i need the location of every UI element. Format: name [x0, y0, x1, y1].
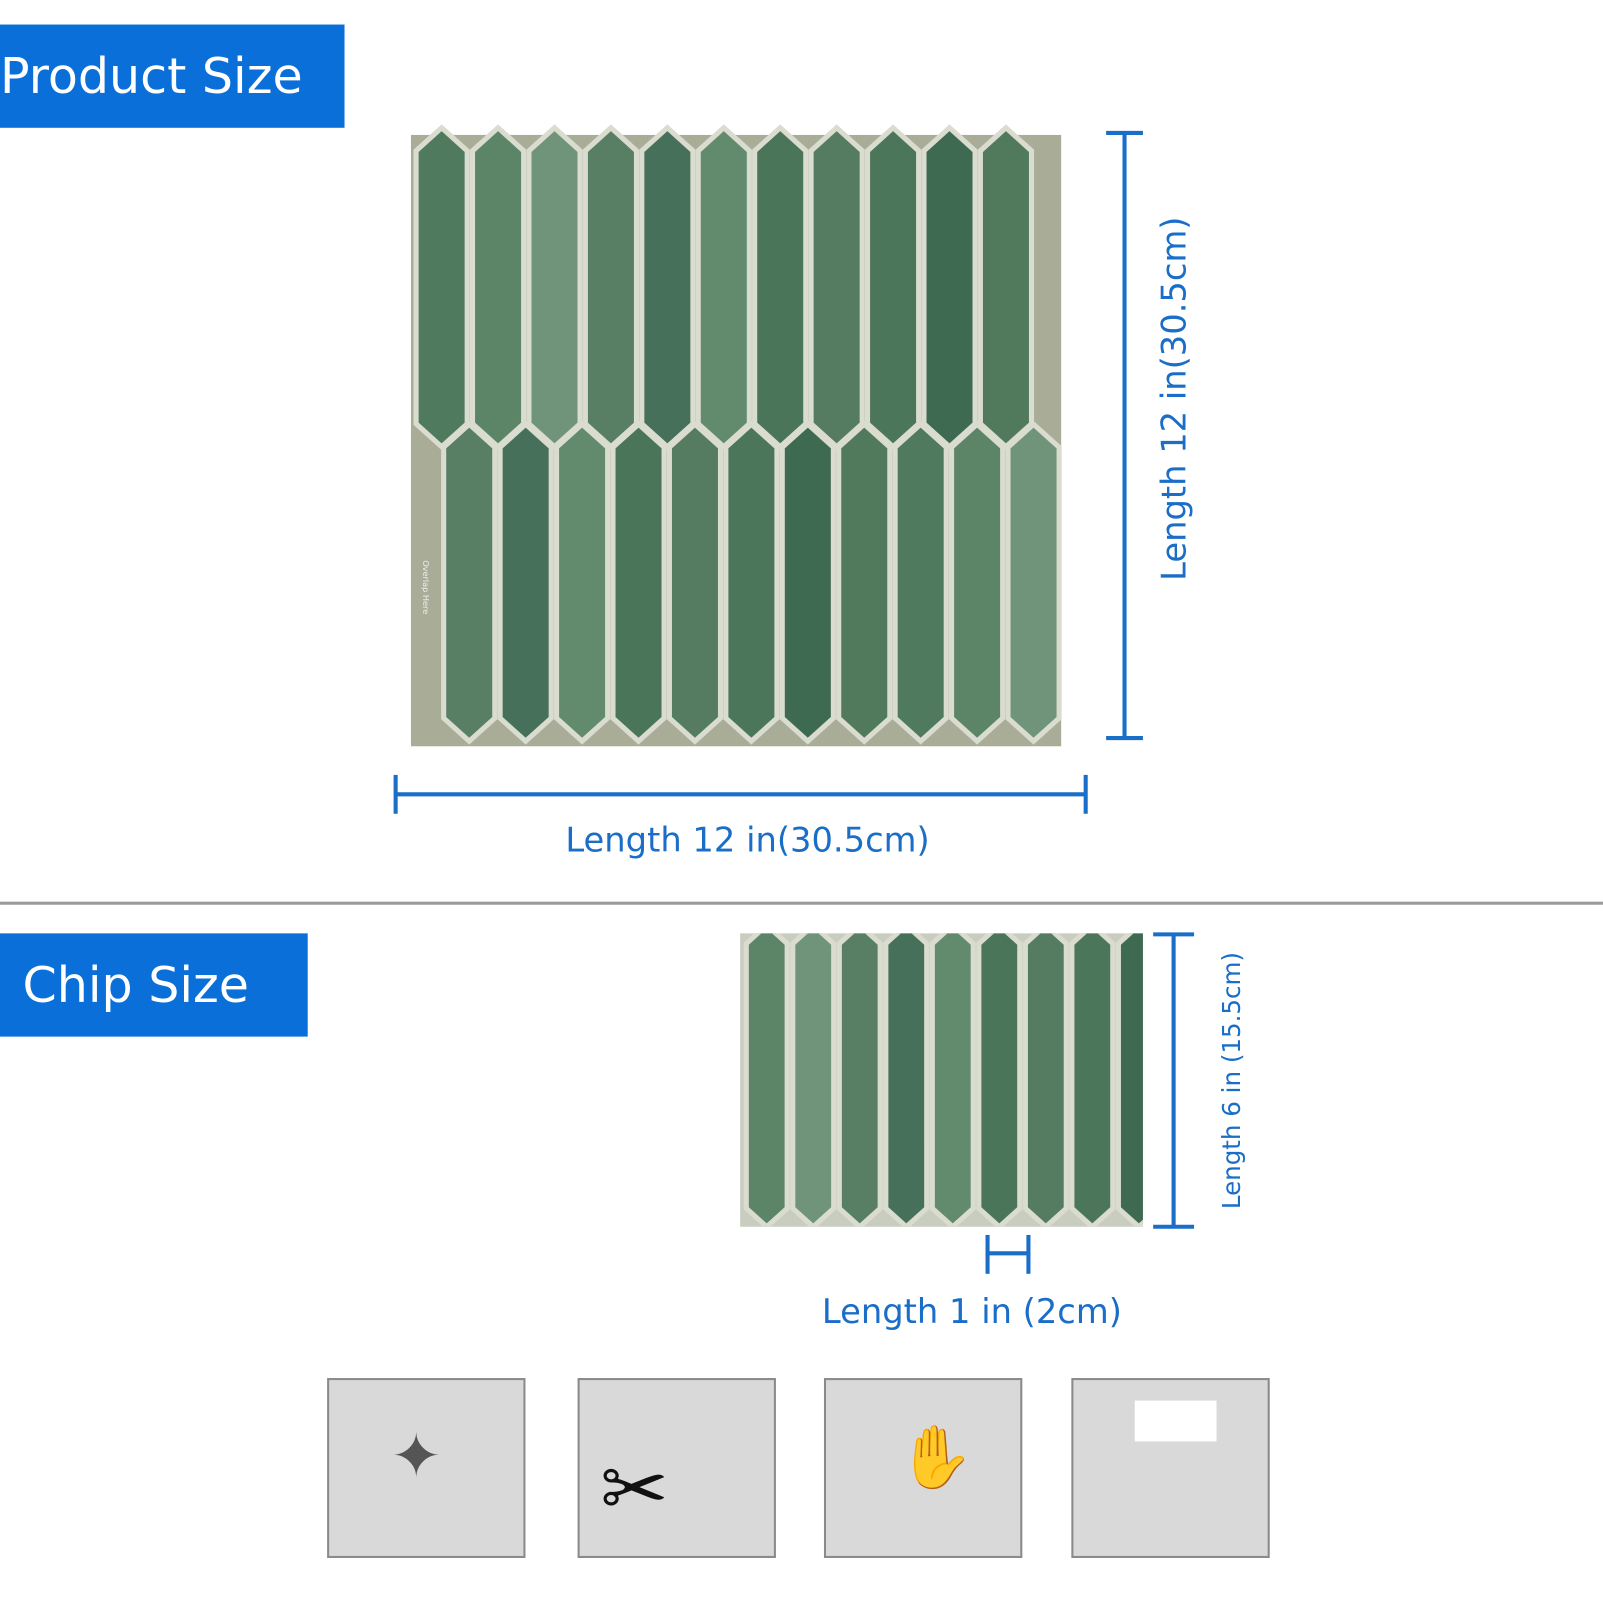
chip-size-banner: Chip Size: [0, 933, 308, 1037]
tile-top: [469, 124, 527, 451]
chip-size-title: Chip Size: [22, 956, 249, 1014]
chip-tile: [1165, 925, 1206, 1227]
tile-bottom: [892, 420, 949, 745]
product-width-label: Length 12 in(30.5cm): [565, 819, 930, 860]
tile-bottom: [553, 420, 611, 745]
product-size-banner: Product Size: [0, 24, 345, 128]
tile-top: [808, 124, 865, 451]
tile-bottom: [723, 420, 780, 745]
tile-bottom: [610, 420, 667, 745]
tile-top: [921, 124, 978, 451]
chip-tile: [883, 933, 930, 1227]
chip-tile: [976, 933, 1023, 1227]
chip-tile: [1069, 933, 1116, 1227]
chip-tile: [790, 933, 837, 1227]
clean-surface-icon: ✦: [390, 1420, 442, 1493]
tile-top: [639, 124, 696, 451]
tile-bottom: [836, 420, 893, 745]
tile-bottom: [1005, 420, 1062, 745]
tile-top: [526, 124, 583, 451]
tile-top: [695, 124, 752, 451]
chip-tile: [836, 933, 883, 1227]
step-clean-surface: ✦: [327, 1378, 526, 1558]
chip-tile: [1115, 933, 1143, 1227]
tile-top: [864, 124, 922, 451]
tile-bottom: [779, 420, 836, 745]
chip-height-label: Length 6 in (15.5cm): [1217, 951, 1247, 1210]
section-divider: [0, 901, 1603, 905]
tile-top: [752, 124, 809, 451]
peel-backing-icon: ✋: [897, 1422, 974, 1494]
apply-to-wall-icon: [1134, 1400, 1217, 1442]
tile-top: [977, 124, 1035, 451]
chip-tile: [743, 933, 790, 1227]
product-height-label: Length 12 in(30.5cm): [1153, 216, 1194, 581]
tile-top: [413, 124, 470, 451]
cut-scissors-icon: ✂: [600, 1441, 669, 1537]
step-apply: [1071, 1378, 1270, 1558]
tile-bottom: [666, 420, 724, 745]
tile-top: [582, 124, 640, 451]
step-peel: ✋: [823, 1378, 1023, 1558]
overlap-text: Overlap Here: [421, 560, 431, 614]
tile-bottom: [497, 420, 554, 745]
chip-tile: [929, 933, 976, 1227]
tile-bottom: [949, 420, 1006, 745]
chip-width-label: Length 1 in (2cm): [821, 1291, 1122, 1332]
product-size-title: Product Size: [0, 47, 303, 105]
chip-tile: [1022, 933, 1069, 1227]
step-cut: ✂: [577, 1378, 776, 1558]
tile-bottom: [441, 420, 498, 745]
